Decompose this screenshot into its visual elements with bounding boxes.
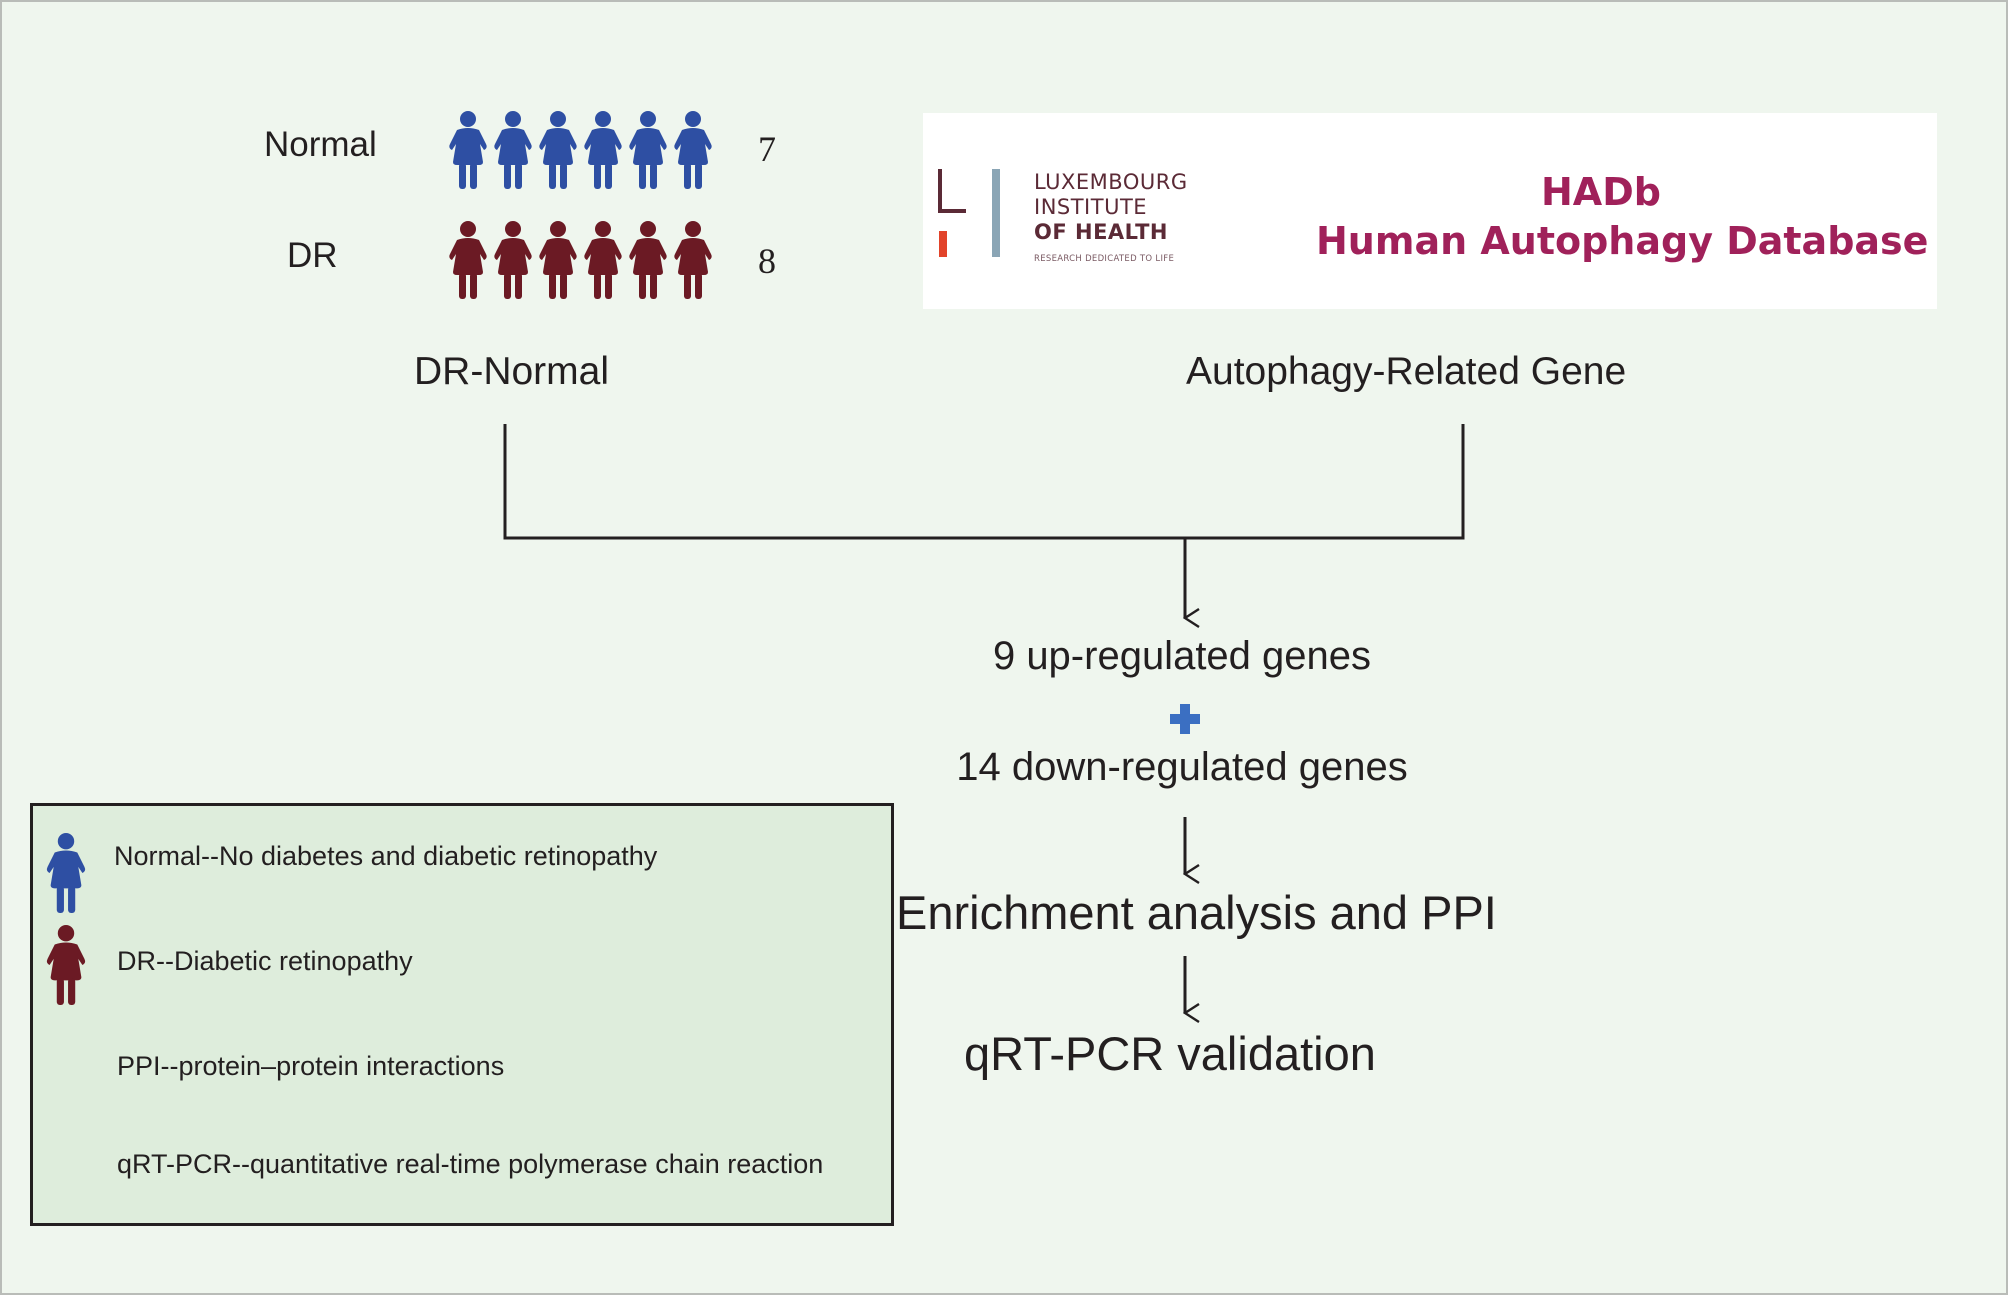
person-icon bbox=[626, 110, 670, 190]
person-icon bbox=[671, 220, 715, 300]
dr-people-row bbox=[446, 220, 715, 300]
lih-line-1: LUXEMBOURG bbox=[1034, 170, 1188, 194]
person-icon bbox=[536, 110, 580, 190]
plus-icon bbox=[1170, 704, 1200, 734]
person-icon bbox=[491, 110, 535, 190]
legend-box: Normal--No diabetes and diabetic retinop… bbox=[30, 803, 894, 1226]
person-icon bbox=[446, 110, 490, 190]
person-icon bbox=[626, 220, 670, 300]
lih-logo-mark-icon bbox=[938, 169, 1000, 257]
normal-group-label: Normal bbox=[264, 125, 377, 164]
gene-source-label: Autophagy-Related Gene bbox=[1186, 350, 1627, 393]
person-icon bbox=[581, 110, 625, 190]
person-icon bbox=[671, 110, 715, 190]
normal-people-row bbox=[446, 110, 715, 190]
lih-wordmark: LUXEMBOURG INSTITUTE OF HEALTH RESEARCH … bbox=[1034, 170, 1188, 272]
down-regulated-genes: 14 down-regulated genes bbox=[956, 745, 1408, 789]
person-icon bbox=[491, 220, 535, 300]
dr-count: 8 bbox=[758, 241, 776, 281]
legend-qrtpcr-text: qRT-PCR--quantitative real-time polymera… bbox=[117, 1149, 824, 1179]
merge-bracket bbox=[503, 424, 1465, 540]
enrichment-step: Enrichment analysis and PPI bbox=[896, 886, 1497, 939]
lih-line-3: OF HEALTH bbox=[1034, 220, 1168, 244]
comparison-label: DR-Normal bbox=[414, 350, 609, 393]
legend-normal-person-icon bbox=[43, 832, 89, 919]
person-icon bbox=[581, 220, 625, 300]
hadb-subtitle: Human Autophagy Database bbox=[1316, 219, 1929, 263]
legend-dr-text: DR--Diabetic retinopathy bbox=[117, 946, 413, 976]
hadb-title: HADb bbox=[1541, 170, 1661, 214]
legend-ppi-text: PPI--protein–protein interactions bbox=[117, 1051, 505, 1081]
up-regulated-genes: 9 up-regulated genes bbox=[992, 634, 1372, 678]
lih-tagline: RESEARCH DEDICATED TO LIFE bbox=[1034, 254, 1175, 264]
person-icon bbox=[536, 220, 580, 300]
legend-dr-person-icon bbox=[43, 924, 89, 1011]
person-icon bbox=[446, 220, 490, 300]
normal-count: 7 bbox=[758, 129, 776, 169]
hadb-logo-panel: LUXEMBOURG INSTITUTE OF HEALTH RESEARCH … bbox=[923, 113, 1937, 309]
validation-step: qRT-PCR validation bbox=[964, 1027, 1376, 1080]
dr-group-label: DR bbox=[287, 236, 338, 275]
legend-normal-text: Normal--No diabetes and diabetic retinop… bbox=[114, 841, 658, 871]
lih-line-2: INSTITUTE bbox=[1034, 195, 1148, 219]
